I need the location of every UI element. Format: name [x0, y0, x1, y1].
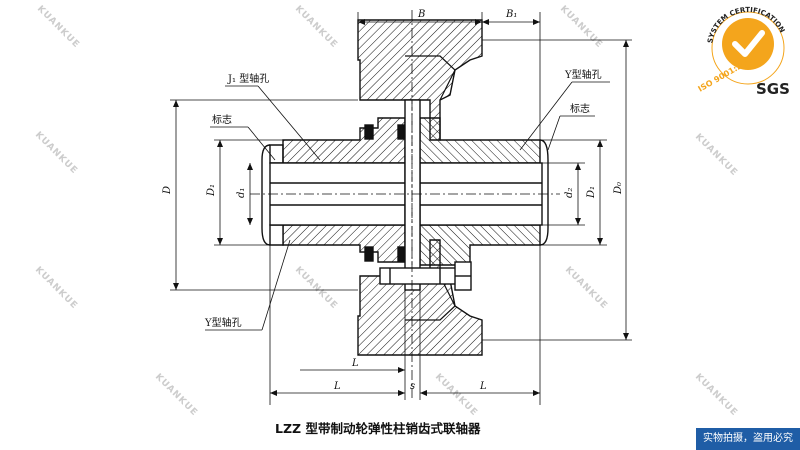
right-hub-body-bottom — [419, 224, 541, 266]
figure-caption: LZZ 型带制动轮弹性柱销齿式联轴器 — [275, 421, 481, 436]
dim-D1-left: D₁ — [206, 184, 217, 197]
dim-L-right: L — [479, 381, 487, 392]
certification-badge: SYSTEM CERTIFICATION ISO 9001:2000 SGS — [697, 6, 790, 98]
dim-L-left: L — [333, 381, 341, 392]
left-hub-top — [269, 144, 284, 164]
label-y-hole-right: Y型轴孔 — [564, 68, 602, 81]
right-hub-body-top — [419, 117, 541, 164]
label-mark-left: 标志 — [212, 113, 232, 126]
dim-D1-right: D₁ — [586, 186, 597, 199]
label-y-hole-left: Y型轴孔 — [204, 316, 242, 329]
left-hub-body-top — [282, 117, 406, 164]
dim-D: D — [162, 186, 173, 195]
check-mark-icon — [732, 30, 765, 57]
cert-brand: SGS — [756, 80, 790, 98]
label-mark-right: 标志 — [570, 102, 590, 115]
left-hub-body-bottom — [282, 224, 406, 263]
dim-B1: B₁ — [505, 9, 517, 20]
dim-d1: d₁ — [236, 188, 247, 198]
dim-d2: d₂ — [564, 188, 575, 198]
label-j1-hole: J₁ 型轴孔 — [227, 72, 269, 85]
dim-B: B — [417, 9, 425, 20]
dim-s: s — [410, 381, 415, 392]
dim-L-top: L — [351, 358, 359, 369]
bolt — [379, 267, 461, 285]
copyright-notice: 实物拍摄，盗用必究 — [696, 428, 800, 450]
dim-D0: D₀ — [613, 182, 624, 195]
